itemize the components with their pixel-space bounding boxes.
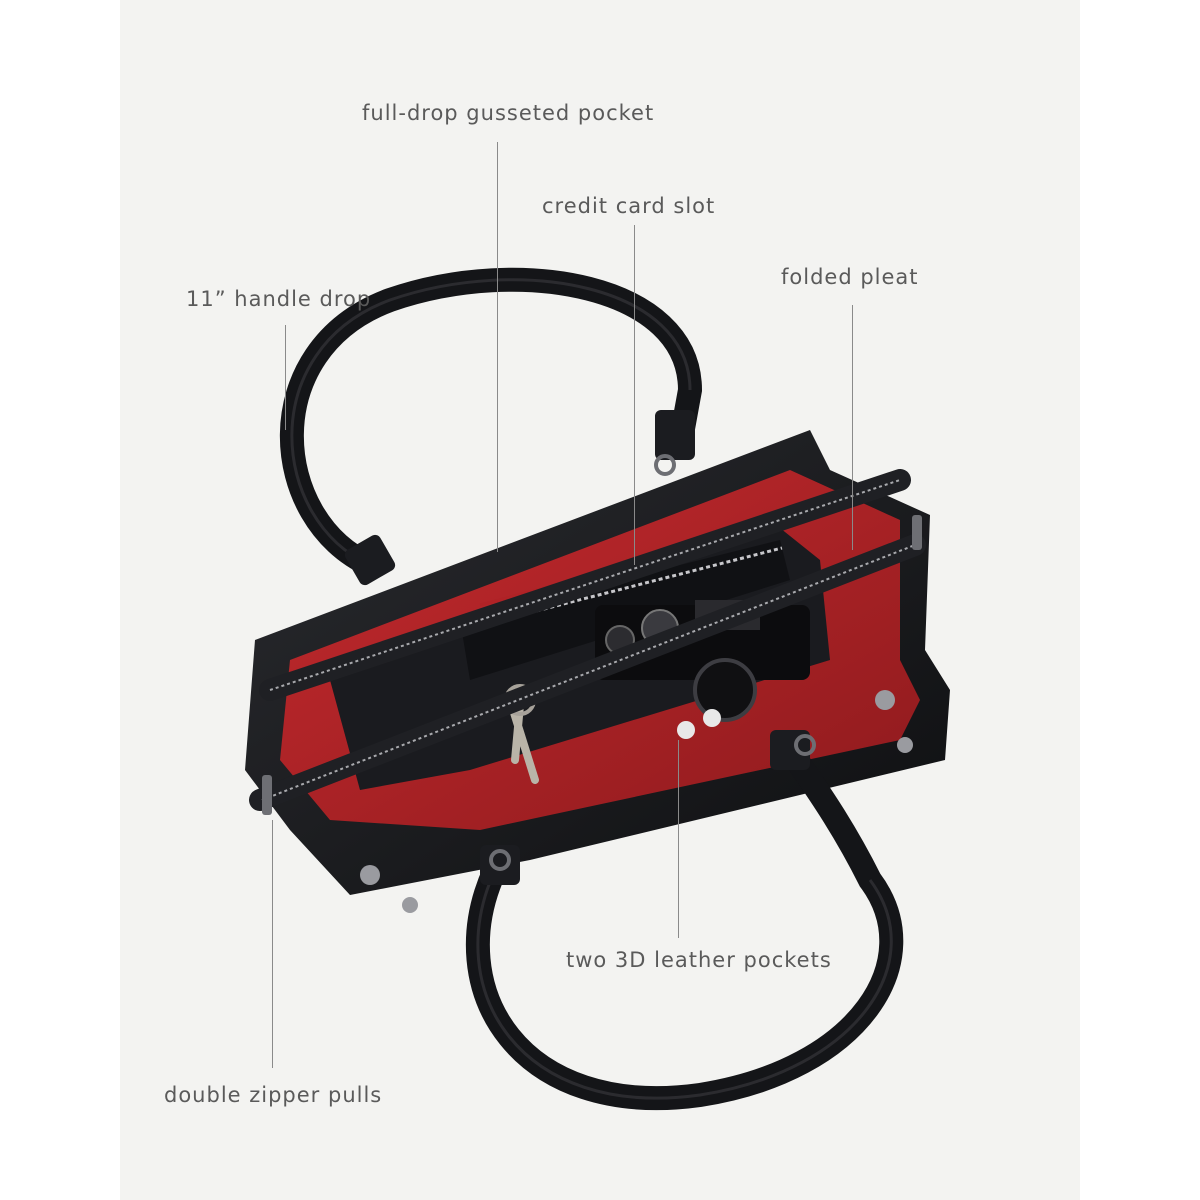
leader-credit-card-slot xyxy=(634,225,635,565)
pocket-tip-left xyxy=(677,721,695,739)
callout-handle-drop: 11” handle drop xyxy=(186,287,372,311)
callout-folded-pleat: folded pleat xyxy=(781,265,919,289)
handle-tab-bottom-left xyxy=(480,845,520,885)
handle-tab-right xyxy=(655,410,695,460)
callout-double-zipper-pulls: double zipper pulls xyxy=(164,1083,383,1107)
leader-full-drop-gusseted-pocket xyxy=(497,142,498,552)
zipper-pull-right xyxy=(912,515,922,550)
handle-tab-left xyxy=(344,534,396,586)
leader-double-zipper-pulls xyxy=(272,820,273,1068)
leader-handle-drop xyxy=(285,325,286,430)
callout-credit-card-slot: credit card slot xyxy=(542,194,716,218)
leader-folded-pleat xyxy=(852,305,853,550)
zipper-pull-left xyxy=(262,775,272,815)
pocket-tip-right xyxy=(703,709,721,727)
callout-two-3d-leather-pockets: two 3D leather pockets xyxy=(566,948,832,972)
callout-full-drop-gusseted-pocket: full-drop gusseted pocket xyxy=(362,101,655,125)
leader-two-3d-leather-pockets xyxy=(678,740,679,938)
